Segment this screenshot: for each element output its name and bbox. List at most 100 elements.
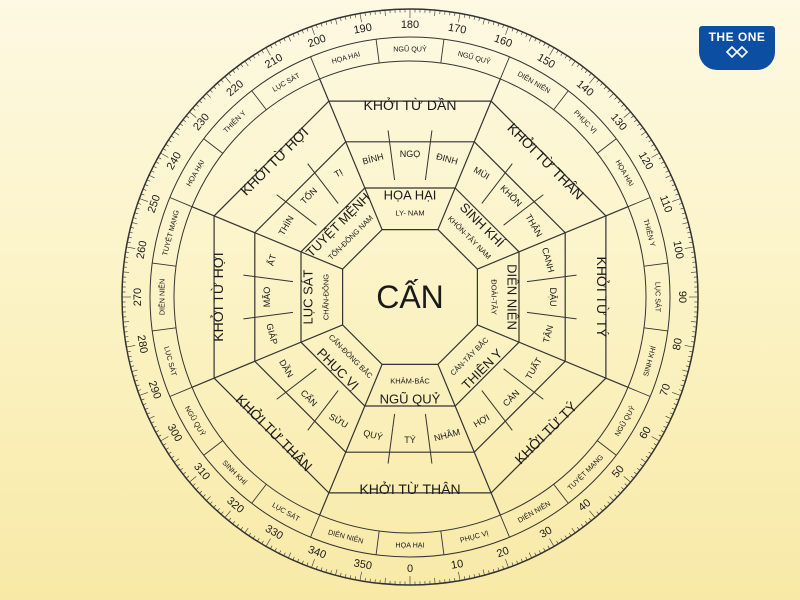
degree-tick [131,222,138,225]
degree-tick [681,212,686,215]
degree-tick [168,451,172,455]
degree-tick [213,504,217,508]
degree-tick [478,17,480,22]
degree-label: 130 [608,111,629,133]
degree-label: 220 [224,78,246,99]
degree-tick [257,538,260,542]
sector-title: KHỞI TỪ THÂN [233,391,317,475]
outer-ring-star-label: HỌA HẠI [331,49,362,65]
degree-tick [661,161,665,164]
mountain-label: CẤN [299,388,320,409]
degree-tick [520,31,523,36]
degree-tick [232,521,236,525]
degree-tick [126,246,136,249]
degree-tick [349,15,352,19]
mountain-divider [307,390,339,431]
degree-tick [185,475,190,479]
degree-tick [454,577,456,582]
degree-tick [661,430,665,433]
star-ring-divider [499,514,510,538]
degree-tick [663,425,667,429]
degree-label: 40 [576,497,593,514]
degree-tick [525,33,528,38]
degree-tick [560,538,563,542]
degree-label: 100 [670,240,685,260]
degree-tick [128,355,132,358]
degree-tick [206,93,211,98]
degree-tick [160,152,169,158]
degree-tick [454,12,456,17]
degree-tick [614,494,618,498]
degree-tick [538,550,542,554]
octagon-3 [342,229,478,365]
sector-spoke [191,324,343,388]
degree-tick [248,58,252,62]
degree-label: 290 [146,379,164,400]
degree-tick [482,18,485,25]
degree-tick [160,436,169,442]
degree-tick [209,501,213,505]
mountain-divider [243,311,294,320]
mountain-label: TUẤT [524,355,545,381]
mountain-label: CÀN [501,388,522,409]
degree-tick [516,29,519,34]
star-ring-circle [173,60,647,534]
star-ring-divider [440,530,445,555]
degree-tick [645,455,649,459]
degree-tick [671,407,676,410]
degree-tick [283,38,286,42]
degree-tick [127,350,131,353]
degree-tick [146,412,151,415]
degree-tick [672,392,681,396]
degree-tick [463,14,466,18]
outer-ring-star-label: PHỤC VỊ [572,108,599,135]
degree-label: 120 [636,150,656,172]
degree-tick [621,487,625,490]
degree-tick [568,58,572,62]
degree-tick [665,421,669,424]
degree-tick [568,532,572,536]
degree-tick [665,170,669,173]
star-ring-divider [596,440,617,456]
degree-tick [236,524,240,528]
degree-tick [125,341,130,343]
star-ring-divider [251,90,267,111]
degree-tick [614,96,618,100]
degree-tick [651,152,660,158]
degree-tick [502,565,505,570]
degree-tick [330,570,332,574]
degree-tick [123,271,130,273]
degree-tick [653,443,658,446]
degree-tick [621,104,625,107]
degree-label: 0 [407,563,413,575]
degree-tick [165,447,169,450]
degree-tick [136,207,140,210]
degree-tick [288,552,292,559]
degree-label: 60 [637,425,654,442]
degree-tick [634,471,638,475]
degree-tick [688,355,692,358]
mountain-label: GIÁP [264,322,279,345]
degree-label: 140 [574,78,596,99]
degree-tick [209,89,213,93]
mountain-label: ẤT [266,253,279,267]
degree-tick [195,487,199,490]
degree-tick [133,217,137,219]
sector-spoke [437,364,501,516]
degree-tick [576,526,580,531]
degree-tick [680,207,684,210]
degree-tick [596,511,600,515]
degree-tick [335,569,338,576]
degree-tick [192,107,196,111]
sector-title: KHỞI TỪ HỢI [209,252,226,341]
degree-tick [213,86,217,90]
degree-tick [549,47,555,56]
degree-tick [511,28,514,32]
degree-tick [315,565,318,570]
degree-tick [497,567,500,571]
degree-tick [549,538,555,547]
degree-tick [623,476,631,483]
degree-tick [232,69,236,73]
degree-tick [648,139,652,143]
degree-tick [330,20,332,24]
